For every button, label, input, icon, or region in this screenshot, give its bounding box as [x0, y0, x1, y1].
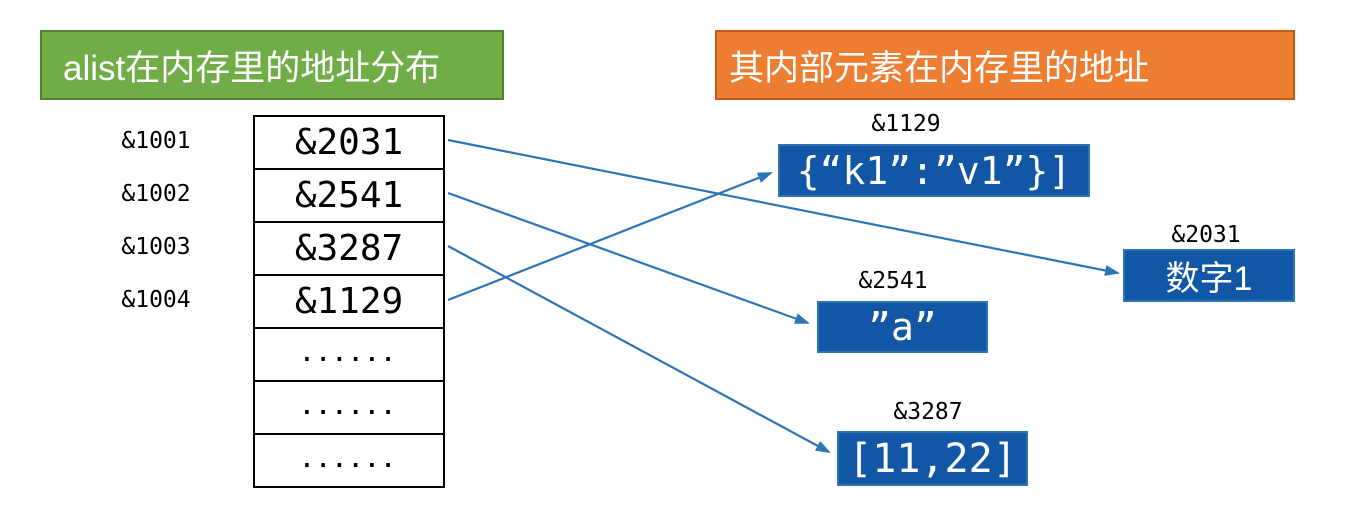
slot-address-label-1004: &1004 — [121, 287, 191, 313]
right-title-text: 其内部元素在内存里的地址 — [729, 48, 1150, 88]
element-box-string: ”a” — [817, 301, 988, 353]
arrow-1129-to-dict — [447, 171, 773, 302]
right-title-banner: 其内部元素在内存里的地址 — [715, 30, 1295, 100]
slot-address-label-1001: &1001 — [121, 128, 191, 154]
element-box-list: [11,22] — [837, 431, 1028, 486]
element-box-dict: {“k1”:”v1”}] — [778, 144, 1090, 197]
element-address-label-2541: &2541 — [858, 268, 928, 294]
element-box-number: 数字1 — [1123, 249, 1295, 302]
table-row-pointer: &1129 — [255, 276, 443, 329]
arrow-2541-to-string — [447, 191, 810, 325]
table-row-ellipsis: ...... — [300, 448, 398, 473]
table-row-ellipsis: ...... — [255, 382, 443, 435]
slot-address-label-1002: &1002 — [121, 181, 191, 207]
table-row-ellipsis: ...... — [255, 329, 443, 382]
arrow-3287-to-list — [447, 245, 831, 453]
element-address-label-2031: &2031 — [1171, 222, 1241, 248]
element-address-label-3287: &3287 — [893, 399, 963, 425]
table-row-pointer: &2541 — [255, 170, 443, 223]
left-title-banner: alist在内存里的地址分布 — [40, 30, 504, 100]
table-row-pointer: &3287 — [255, 223, 443, 276]
left-title-text: alist在内存里的地址分布 — [63, 48, 441, 88]
slot-address-label-1003: &1003 — [121, 234, 191, 260]
table-row-pointer: &2031 — [255, 117, 443, 170]
element-address-label-1129: &1129 — [871, 111, 941, 137]
memory-table: &2031 &2541 &3287 &1129 ...... ...... ..… — [253, 115, 445, 488]
